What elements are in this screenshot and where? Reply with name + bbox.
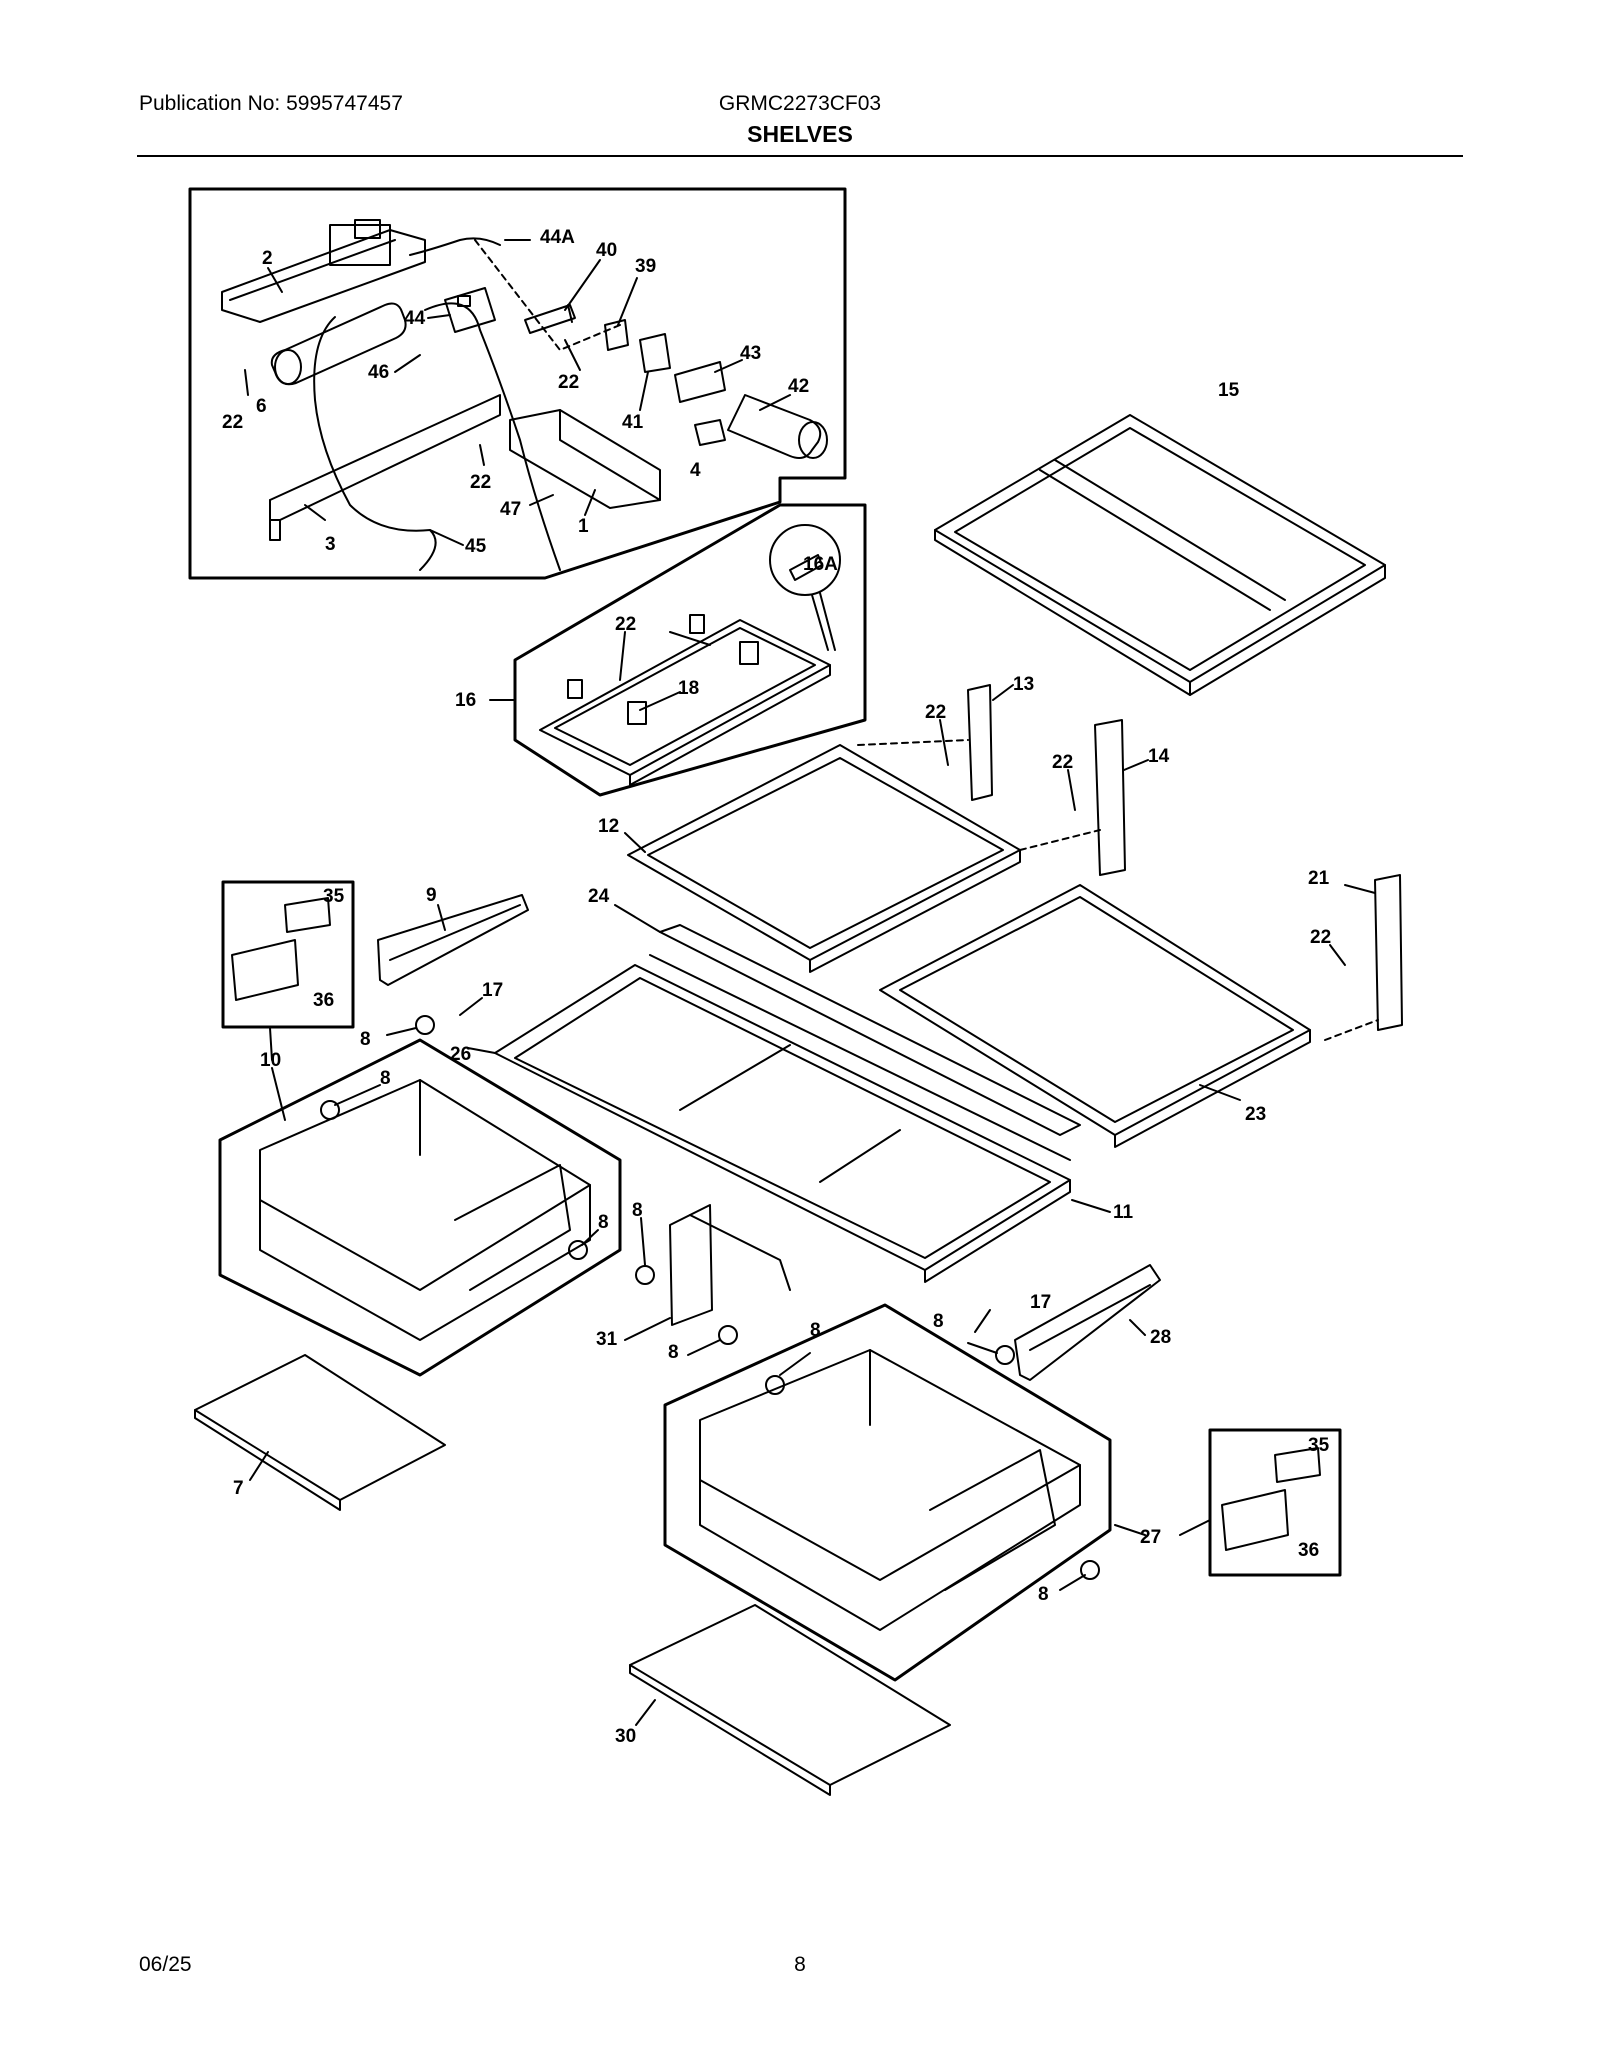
callout-8-rail-left: 8 — [360, 1029, 371, 1050]
callout-11: 11 — [1113, 1202, 1134, 1223]
callout-4: 4 — [690, 460, 701, 481]
glass-shelf-7 — [194, 1354, 446, 1511]
callout-46: 46 — [368, 362, 389, 383]
callout-6: 6 — [256, 396, 267, 417]
glass-shelf-30 — [629, 1604, 951, 1796]
callout-26: 26 — [450, 1044, 471, 1065]
callout-47: 47 — [500, 499, 521, 520]
callout-30: 30 — [615, 1726, 636, 1747]
callout-16A: 16A — [803, 554, 838, 575]
callout-22-bracket-21: 22 — [1310, 927, 1331, 948]
divider-31 — [624, 1204, 791, 1356]
callout-36-right: 36 — [1298, 1540, 1319, 1561]
shelf-23 — [879, 884, 1311, 1148]
callout-35-left: 35 — [323, 886, 345, 907]
callout-8-divider-top: 8 — [632, 1200, 643, 1221]
callout-39: 39 — [635, 256, 656, 277]
section-title: SHELVES — [747, 121, 853, 147]
callout-17-left: 17 — [482, 980, 503, 1001]
rail-28 — [967, 1264, 1161, 1381]
callout-31: 31 — [596, 1329, 618, 1350]
shelf-brackets — [857, 684, 1403, 1041]
callout-40: 40 — [596, 240, 617, 261]
callout-2: 2 — [262, 248, 273, 269]
left-crisper-drawer-10 — [218, 1038, 622, 1377]
callout-22-filter-left: 22 — [222, 412, 243, 433]
callout-8-drawer-right-top: 8 — [810, 1320, 821, 1341]
footer-page-number: 8 — [794, 1953, 806, 1976]
callout-22-bracket-14: 22 — [1052, 752, 1073, 773]
callout-23: 23 — [1245, 1104, 1266, 1125]
top-shelf-15 — [934, 414, 1386, 696]
callout-3: 3 — [325, 534, 336, 555]
callout-35-right: 35 — [1308, 1435, 1330, 1456]
callout-28: 28 — [1150, 1327, 1171, 1348]
rail-9 — [377, 894, 529, 1036]
callout-27: 27 — [1140, 1527, 1161, 1548]
callout-45: 45 — [465, 536, 487, 557]
shelf-12 — [624, 744, 1021, 973]
callout-14: 14 — [1148, 746, 1170, 767]
callout-36-left: 36 — [313, 990, 334, 1011]
header-rule — [137, 155, 1463, 157]
footer-date: 06/25 — [139, 1953, 192, 1976]
callout-8-rail-right: 8 — [933, 1311, 944, 1332]
callout-22-bracket-13: 22 — [925, 702, 946, 723]
callout-12: 12 — [598, 816, 619, 837]
callout-10: 10 — [260, 1050, 281, 1071]
callout-labels: 44A 2 40 39 44 46 6 22 22 43 42 41 4 22 … — [222, 227, 1331, 1747]
callout-42: 42 — [788, 376, 809, 397]
callout-21: 21 — [1308, 868, 1330, 889]
callout-22-shelf-inset: 22 — [615, 614, 636, 635]
callout-22-filter-lower: 22 — [470, 472, 491, 493]
callout-22-filter-mid: 22 — [558, 372, 579, 393]
shelf-assembly-inset — [489, 503, 867, 797]
publication-number: Publication No: 5995747457 — [139, 92, 403, 115]
callout-44A: 44A — [540, 227, 575, 248]
model-number: GRMC2273CF03 — [718, 92, 882, 115]
right-crisper-drawer-27 — [663, 1303, 1211, 1682]
callout-13: 13 — [1013, 674, 1034, 695]
callout-15: 15 — [1218, 380, 1240, 401]
right-humidity-inset — [1208, 1428, 1342, 1577]
left-humidity-inset — [221, 880, 355, 1061]
callout-9: 9 — [426, 885, 437, 906]
callout-18: 18 — [678, 678, 699, 699]
callout-8-drawer-left-side: 8 — [598, 1212, 609, 1233]
callout-17-right: 17 — [1030, 1292, 1051, 1313]
callout-8-divider-bottom: 8 — [668, 1342, 679, 1363]
callout-41: 41 — [622, 412, 644, 433]
crisper-cover-11 — [467, 904, 1111, 1283]
callout-8-drawer-left-top: 8 — [380, 1068, 391, 1089]
callout-16: 16 — [455, 690, 476, 711]
callout-24: 24 — [588, 886, 610, 907]
callout-44: 44 — [404, 308, 426, 329]
callout-43: 43 — [740, 343, 761, 364]
callout-1: 1 — [578, 516, 589, 537]
callout-8-drawer-right-side: 8 — [1038, 1584, 1049, 1605]
callout-7: 7 — [233, 1478, 244, 1499]
water-filter-inset — [188, 187, 847, 580]
